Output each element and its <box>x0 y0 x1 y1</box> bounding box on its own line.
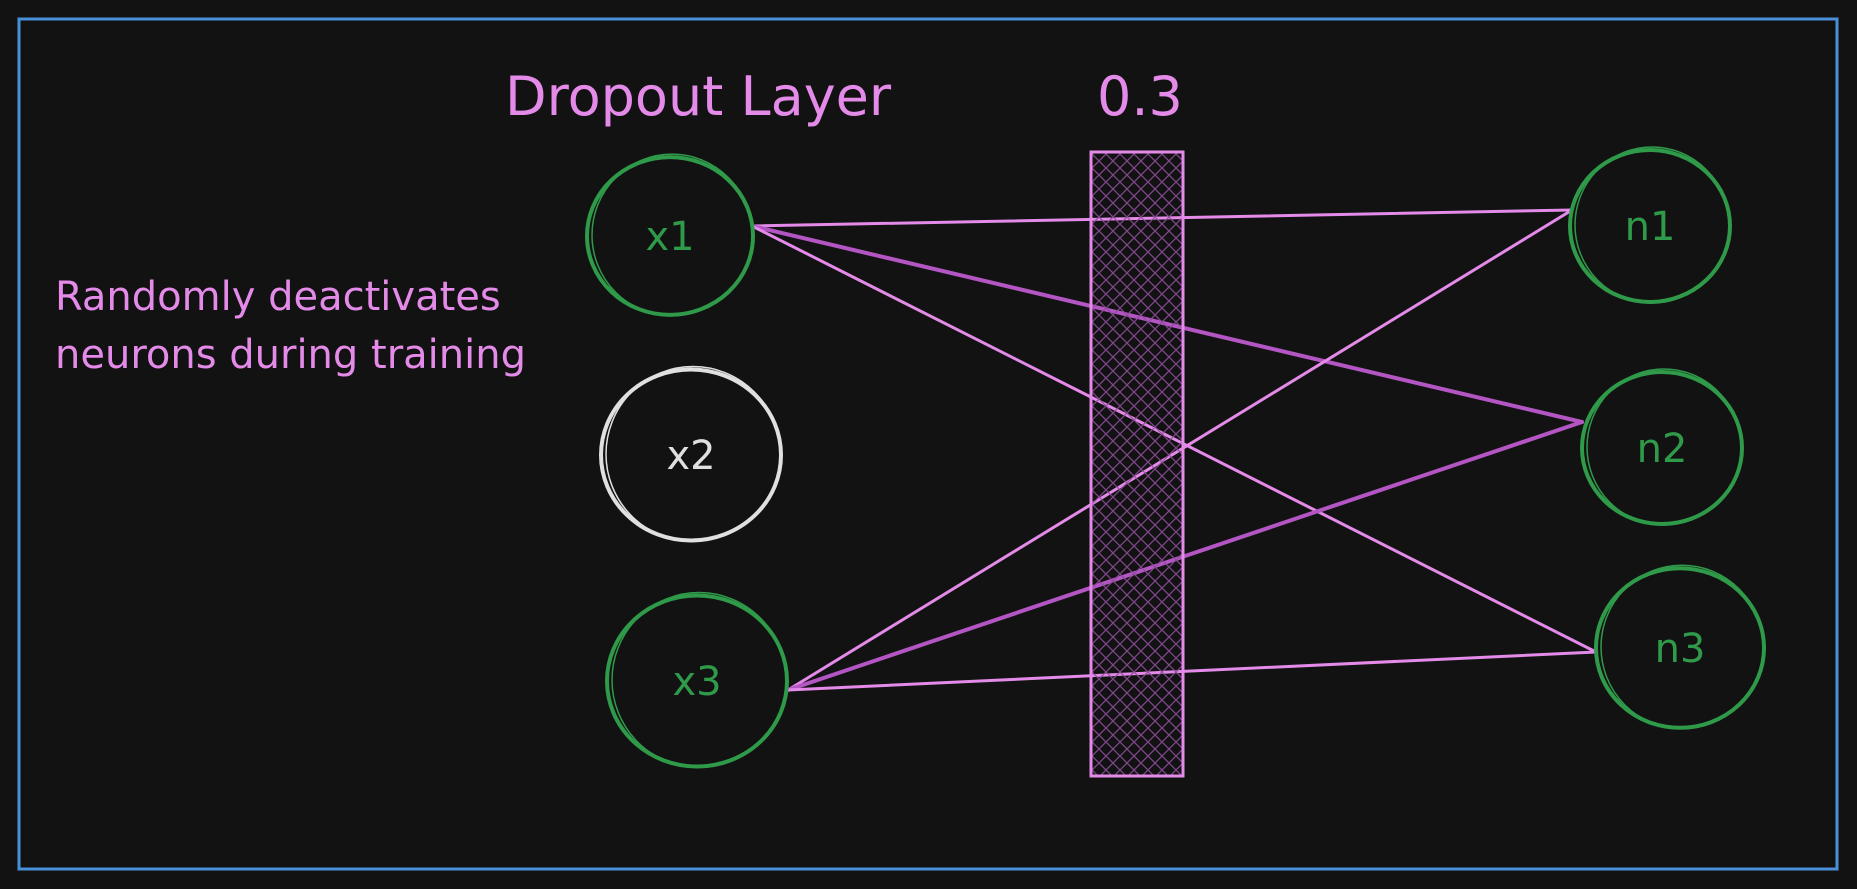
neuron-circle-x2 <box>599 367 783 543</box>
neuron-label-x1: x1 <box>645 214 694 260</box>
neuron-sketch-stroke-n2 <box>1586 368 1742 526</box>
frame-border <box>17 17 1839 871</box>
neuron-circle-x3 <box>605 593 789 769</box>
neuron-label-x3: x3 <box>672 659 721 705</box>
neuron-sketch-stroke-n1 <box>1574 146 1730 304</box>
annotation-line-1: Randomly deactivates <box>55 274 501 320</box>
output-neuron-n1: n1 <box>1568 146 1732 304</box>
neurons-group: x1 x2 x3 n1 n2 n3 <box>585 146 1766 769</box>
neuron-sketch-stroke-x1 <box>591 153 753 317</box>
output-neuron-n3: n3 <box>1594 564 1766 730</box>
neuron-label-x2: x2 <box>666 433 715 479</box>
neuron-sketch-stroke-x3 <box>611 591 787 769</box>
neuron-label-n3: n3 <box>1655 626 1706 672</box>
neuron-circle-x1 <box>585 155 755 317</box>
neuron-label-n1: n1 <box>1625 204 1676 250</box>
dropout-layer-bar <box>1089 150 1185 778</box>
connection-x3-n3 <box>786 650 1598 692</box>
neuron-label-n2: n2 <box>1637 426 1688 472</box>
input-neuron-x2: x2 <box>599 365 783 543</box>
annotation-line-2: neurons during training <box>55 332 526 378</box>
neuron-circle-n3 <box>1594 566 1766 730</box>
neuron-circle-n1 <box>1568 148 1732 304</box>
input-neuron-x1: x1 <box>585 153 755 317</box>
connection-x3-n2 <box>786 420 1584 692</box>
dropout-rate-label: 0.3 <box>1097 65 1183 128</box>
neuron-circle-n2 <box>1580 370 1744 526</box>
dropout-layer-title: Dropout Layer <box>505 65 892 128</box>
neuron-sketch-stroke-x2 <box>605 365 781 543</box>
neuron-sketch-stroke-n3 <box>1600 564 1764 730</box>
input-neuron-x3: x3 <box>605 591 789 769</box>
output-neuron-n2: n2 <box>1580 368 1744 526</box>
